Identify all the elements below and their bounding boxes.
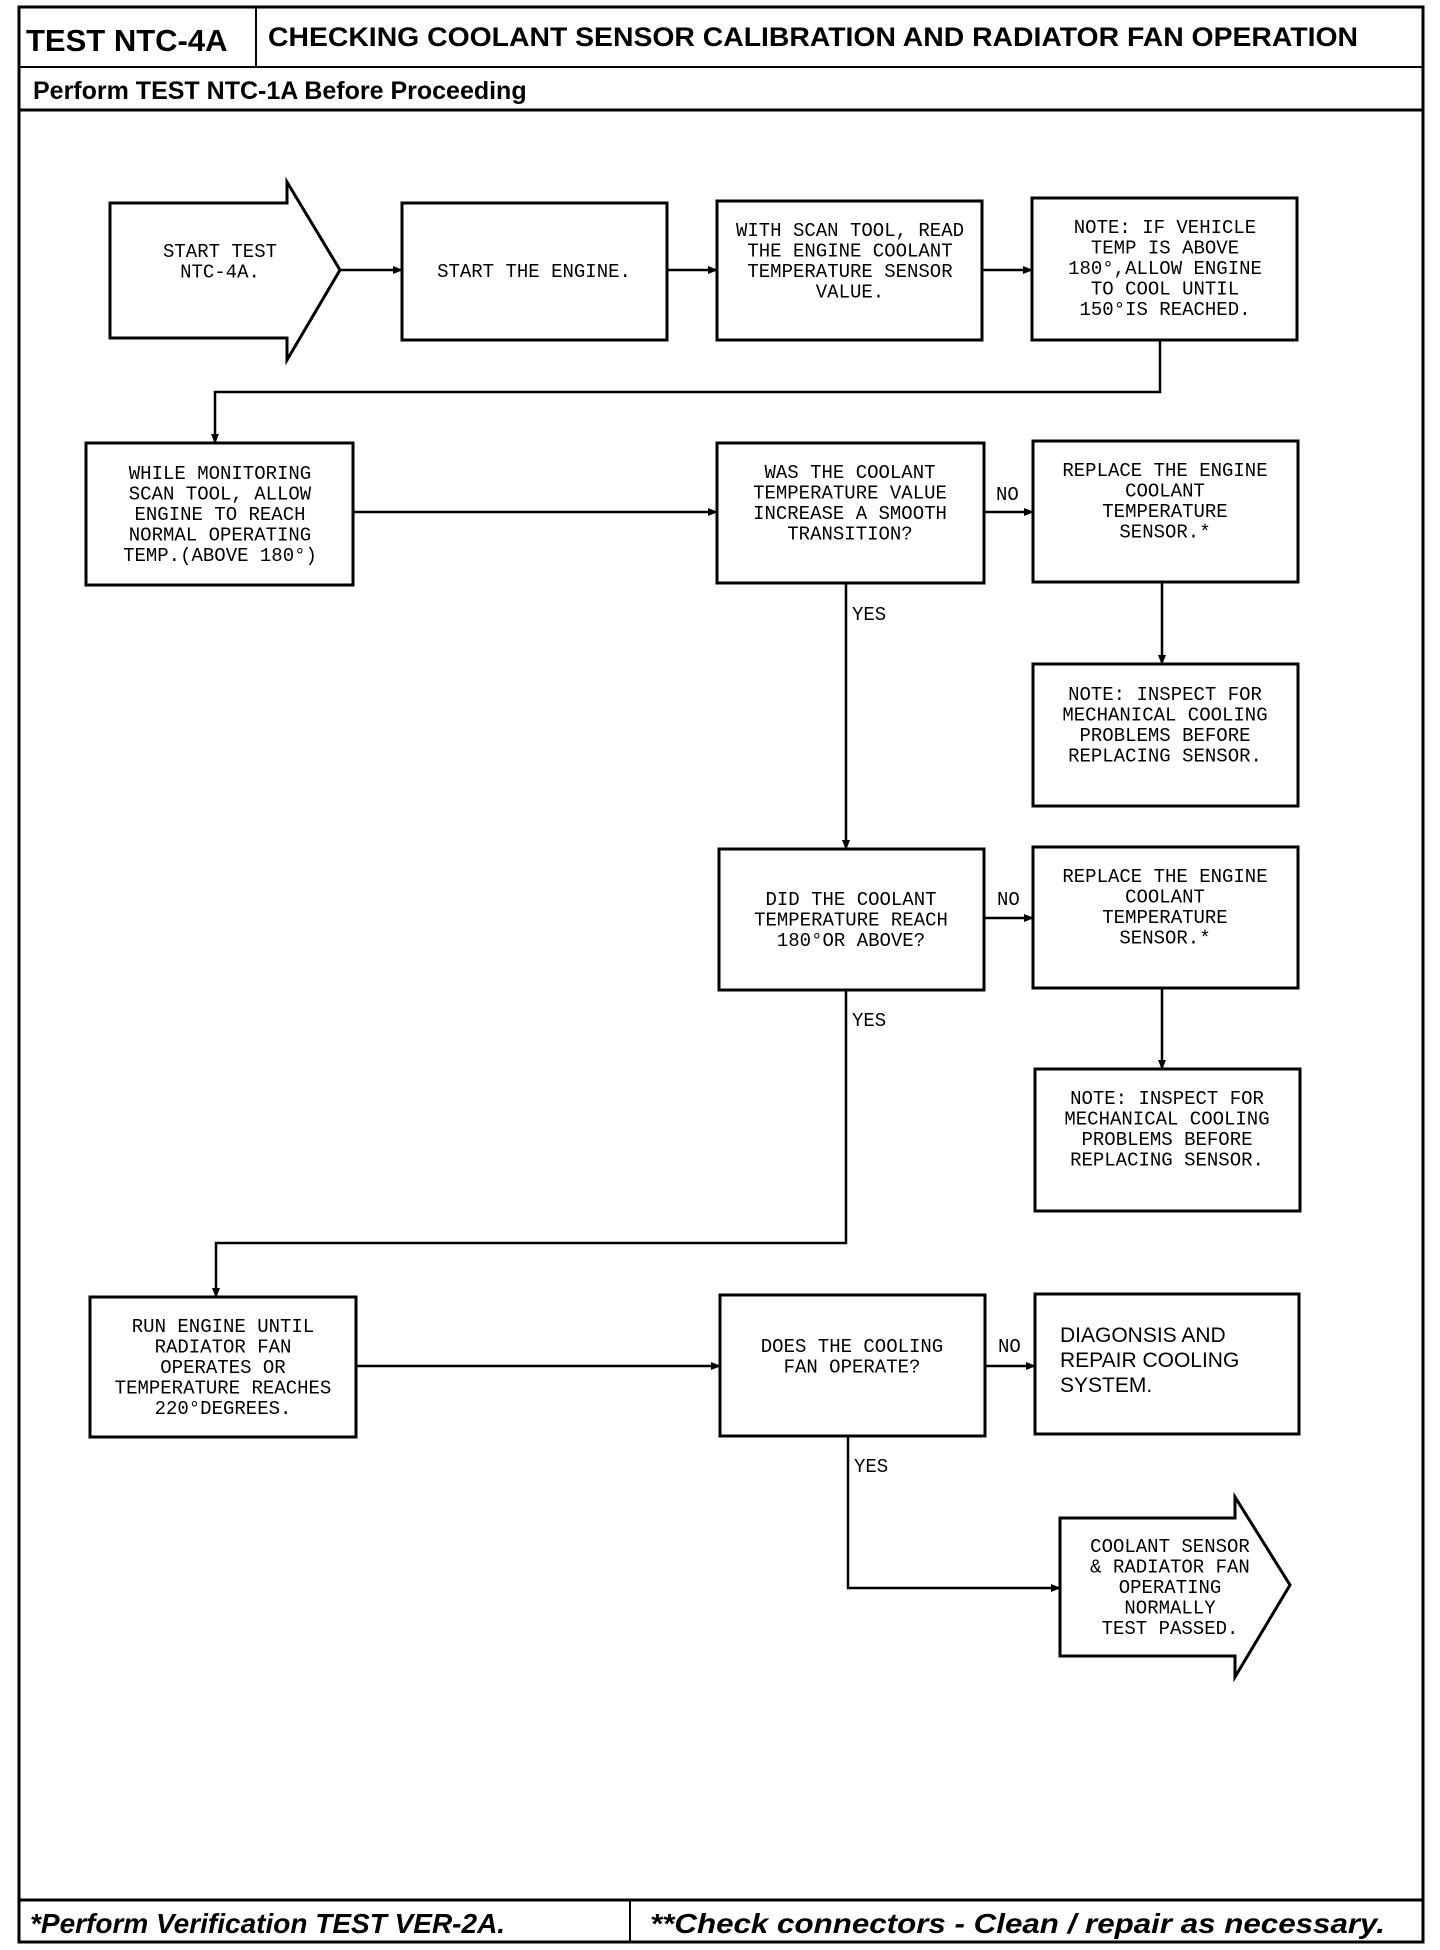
footer-verification-note: *Perform Verification TEST VER-2A. — [30, 1908, 505, 1939]
text-line: OPERATING — [1119, 1577, 1222, 1599]
text-line: REPLACING SENSOR. — [1070, 1150, 1264, 1172]
text-line: INCREASE A SMOOTH — [753, 503, 947, 525]
text-line: FAN OPERATE? — [784, 1357, 921, 1379]
text-line: COOLANT — [1125, 481, 1205, 503]
text-line: REPLACE THE ENGINE — [1062, 460, 1267, 482]
text-line: DIAGONSIS AND — [1060, 1324, 1226, 1347]
label-yes-3: YES — [854, 1456, 888, 1478]
text-line: WAS THE COOLANT — [764, 462, 935, 484]
text-line: VALUE. — [816, 282, 884, 304]
text-line: WITH SCAN TOOL, READ — [736, 220, 964, 242]
label-yes-2: YES — [852, 1010, 886, 1032]
test-id: TEST NTC-4A — [26, 23, 228, 58]
text-line: 220°DEGREES. — [155, 1398, 292, 1420]
text-line: REPAIR COOLING — [1060, 1349, 1239, 1372]
text-line: TEMPERATURE REACHES — [115, 1378, 332, 1400]
start-engine-text: START THE ENGINE. — [437, 261, 631, 283]
text-line: RADIATOR FAN — [155, 1337, 292, 1359]
text-line: PROBLEMS BEFORE — [1081, 1129, 1252, 1151]
text-line: NORMALLY — [1124, 1598, 1216, 1620]
label-yes-1: YES — [852, 604, 886, 626]
text-line: REPLACING SENSOR. — [1068, 746, 1262, 768]
text-line: SENSOR.* — [1119, 522, 1210, 544]
text-line: NTC-4A. — [180, 262, 260, 284]
label-no-3: NO — [998, 1336, 1021, 1358]
text-line: NOTE: IF VEHICLE — [1074, 217, 1256, 239]
text-line: TRANSITION? — [787, 524, 912, 546]
text-line: NOTE: INSPECT FOR — [1068, 684, 1262, 706]
text-line: ENGINE TO REACH — [134, 504, 305, 526]
text-line: SYSTEM. — [1060, 1374, 1152, 1397]
connector-fan-yes — [846, 1436, 1061, 1592]
text-line: PROBLEMS BEFORE — [1079, 725, 1250, 747]
text-line: RUN ENGINE UNTIL — [132, 1316, 314, 1338]
label-no-1: NO — [996, 484, 1019, 506]
text-line: NOTE: INSPECT FOR — [1070, 1088, 1264, 1110]
text-line: MECHANICAL COOLING — [1064, 1109, 1269, 1131]
text-line: REPLACE THE ENGINE — [1062, 866, 1267, 888]
text-line: THE ENGINE COOLANT — [747, 241, 952, 263]
connector-note-to-monitor — [211, 340, 1162, 444]
text-line: NORMAL OPERATING — [129, 525, 311, 547]
text-line: START TEST — [163, 241, 277, 263]
text-line: TEMP IS ABOVE — [1091, 238, 1239, 260]
text-line: SCAN TOOL, ALLOW — [129, 484, 312, 506]
label-no-2: NO — [997, 889, 1020, 911]
text-line: & RADIATOR FAN — [1090, 1557, 1250, 1579]
text-line: TO COOL UNTIL — [1091, 279, 1239, 301]
text-line: TEMPERATURE SENSOR — [747, 261, 952, 283]
text-line: OPERATES OR — [160, 1357, 285, 1379]
footer-connectors-note: **Check connectors - Clean / repair as n… — [650, 1908, 1385, 1939]
text-line: 180°OR ABOVE? — [777, 930, 925, 952]
text-line: COOLANT SENSOR — [1090, 1536, 1250, 1558]
connector-reach-yes — [212, 990, 848, 1298]
monitor-box — [84, 441, 355, 587]
page-title: CHECKING COOLANT SENSOR CALIBRATION AND … — [268, 22, 1358, 52]
end-arrow-shape — [1058, 1491, 1292, 1683]
reach-question-box — [717, 847, 986, 992]
start-arrow-shape — [108, 176, 342, 366]
page-frame — [17, 5, 1425, 1944]
text-line: TEST PASSED. — [1102, 1618, 1239, 1640]
mechanical-note-box-2 — [1033, 1067, 1302, 1213]
text-line: TEMP.(ABOVE 180°) — [123, 545, 317, 567]
text-line: TEMPERATURE VALUE — [753, 483, 947, 505]
text-line: COOLANT — [1125, 887, 1205, 909]
prerequisite-note: Perform TEST NTC-1A Before Proceeding — [33, 77, 527, 105]
text-line: SENSOR.* — [1119, 928, 1210, 950]
text-line: TEMPERATURE — [1102, 501, 1227, 523]
text-line: 150°IS REACHED. — [1079, 299, 1250, 321]
text-line: TEMPERATURE REACH — [754, 910, 948, 932]
text-line: WHILE MONITORING — [129, 463, 311, 485]
text-line: DOES THE COOLING — [761, 1336, 943, 1358]
text-line: MECHANICAL COOLING — [1062, 705, 1267, 727]
text-line: DID THE COOLANT — [765, 889, 936, 911]
text-line: 180°,ALLOW ENGINE — [1068, 258, 1262, 280]
text-line: START THE ENGINE. — [437, 261, 631, 283]
text-line: TEMPERATURE — [1102, 907, 1227, 929]
